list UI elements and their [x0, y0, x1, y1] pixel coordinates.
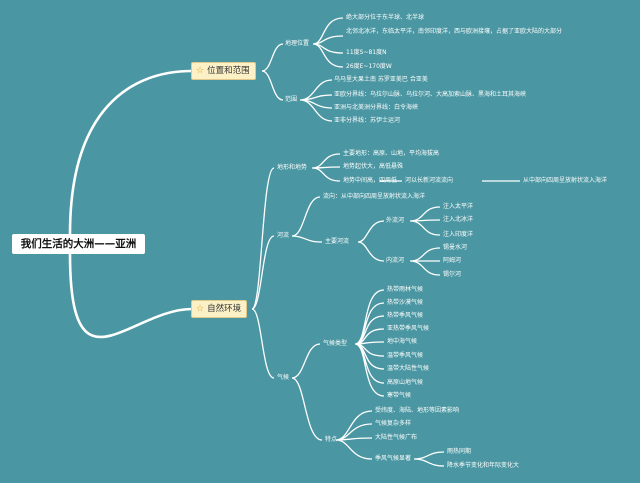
inflow-item[interactable]: 阿姆河 [443, 257, 462, 264]
range-item[interactable]: 亚洲与北美洲分界线：白令海峡 [334, 104, 419, 111]
topic-nature-label: 自然环境 [207, 304, 242, 314]
climate-type[interactable]: 地中海气候 [387, 338, 418, 345]
climate-feature[interactable]: 受纬度、海陆、地形等因素影响 [375, 407, 460, 414]
climate-type[interactable]: 高原山地气候 [387, 379, 424, 386]
monsoon-label[interactable]: 季风气候显著 [375, 455, 412, 462]
star-icon: ☆ [196, 304, 205, 314]
climate-feature[interactable]: 大陆性气候广布 [375, 434, 418, 441]
inflow-item[interactable]: 锡尔河 [443, 271, 462, 278]
monsoon-item[interactable]: 雨热同期 [447, 448, 472, 455]
connector-types-items [354, 289, 385, 397]
climate-feature[interactable]: 气候复杂多样 [375, 420, 412, 427]
connector-climate-types [291, 343, 321, 379]
connector-main-out-in [357, 220, 385, 262]
climate-type[interactable]: 热带雨林气候 [387, 286, 424, 293]
connector-geo-items [312, 17, 344, 68]
geo-label[interactable]: 地理位置 [285, 40, 310, 47]
range-label[interactable]: 范围 [285, 96, 298, 103]
range-item[interactable]: 亚非分界线：苏伊士运河 [334, 117, 401, 124]
topic-nature[interactable]: ☆自然环境 [191, 300, 248, 318]
outflow-item[interactable]: 注入太平洋 [443, 203, 474, 210]
connector-monsoon-items [413, 451, 445, 467]
connector-location-geo [261, 43, 284, 72]
terrain-arrow-1[interactable]: 河以长新河流流向 [405, 177, 454, 184]
root-topic[interactable]: 我们生活的大洲——亚洲 [12, 234, 145, 254]
climate-types-label[interactable]: 气候类型 [323, 340, 348, 347]
climate-type[interactable]: 亚热带季风气候 [387, 325, 430, 332]
connector-rivers-main [291, 235, 323, 243]
geo-item[interactable]: 绝大部分位于东半球、北半球 [346, 14, 425, 21]
connector-root-location [68, 69, 193, 235]
climate-label[interactable]: 气候 [277, 374, 290, 381]
topic-location-label: 位置和范围 [207, 66, 250, 76]
geo-item[interactable]: 11度S~81度N [346, 49, 387, 56]
terrain-item[interactable]: 地势起伏大，高低悬殊 [343, 163, 404, 170]
connector-terrain-items [311, 153, 341, 182]
inflow-item[interactable]: 锡曼水河 [443, 244, 468, 251]
connector-nature-rivers [251, 235, 275, 310]
connector-nature-climate [251, 308, 275, 379]
terrain-arrow-2[interactable]: 从中部向四周呈放射状流入海洋 [523, 177, 608, 184]
geo-item[interactable]: 26度E~170度W [346, 63, 392, 70]
topic-location[interactable]: ☆位置和范围 [191, 62, 256, 80]
connector-root-nature [68, 253, 193, 339]
terrain-label[interactable]: 地形和地势 [277, 164, 308, 171]
connector-features-items [335, 410, 373, 460]
climate-type[interactable]: 温带季风气候 [387, 352, 424, 359]
climate-type[interactable]: 寒带气候 [387, 392, 412, 399]
rivers-label[interactable]: 河流 [277, 232, 290, 239]
connector-location-range [261, 70, 284, 101]
monsoon-item[interactable]: 降水季节变化和年际变化大 [447, 462, 520, 469]
connector-range-items [299, 79, 333, 122]
geo-item[interactable]: 北邻北冰洋，东临太平洋，南邻印度洋，西与欧洲接壤，占据了亚欧大陆的大部分 [346, 28, 563, 35]
rivers-flow[interactable]: 流向：从中部向四周呈放射状流入海洋 [323, 193, 426, 200]
range-item[interactable]: 亚欧分界线：乌拉尔山脉、乌拉尔河、大高加索山脉、黑海和土耳其海峡 [334, 91, 527, 98]
outflow-label[interactable]: 外流河 [386, 217, 405, 224]
connector-rivers-flow [291, 196, 321, 237]
range-item[interactable]: 乌马里大果土南 苏罗亚美巴 合亚美 [334, 76, 428, 83]
climate-type[interactable]: 热带季风气候 [387, 312, 424, 319]
connector-outflow-items [409, 206, 441, 236]
climate-type[interactable]: 热带沙漠气候 [387, 299, 424, 306]
terrain-item[interactable]: 主要地形：高原、山地，平均海拔高 [343, 150, 440, 157]
climate-type[interactable]: 温带大陆性气候 [387, 365, 430, 372]
climate-features-label[interactable]: 特点 [325, 436, 338, 443]
rivers-main[interactable]: 主要河流 [325, 238, 350, 245]
outflow-item[interactable]: 注入印度洋 [443, 231, 474, 238]
connector-nature-terrain [251, 167, 275, 310]
connector-climate-features [291, 377, 323, 441]
outflow-item[interactable]: 注入北冰洋 [443, 216, 474, 223]
star-icon: ☆ [196, 66, 205, 76]
terrain-item[interactable]: 地势中间高，四周低 [343, 177, 398, 184]
inflow-label[interactable]: 内流河 [386, 257, 405, 264]
connector-inflow-items [409, 247, 441, 276]
